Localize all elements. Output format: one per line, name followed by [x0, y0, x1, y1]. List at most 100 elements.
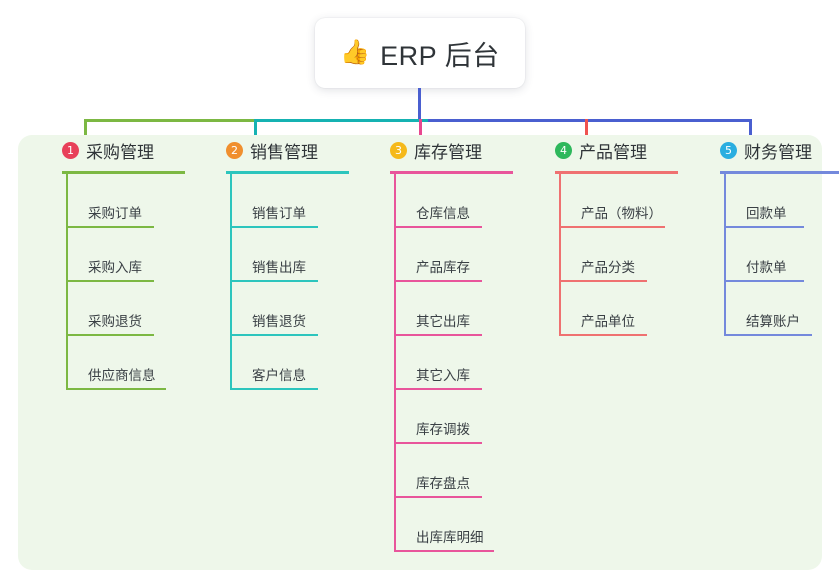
- branch-leaf-label: 结算账户: [746, 314, 800, 329]
- branch-leaf-underline: [230, 334, 318, 336]
- branch-leaf-underline: [559, 226, 665, 228]
- branch-leaf-item[interactable]: 销售退货: [230, 282, 349, 336]
- branch-header-5[interactable]: 5 财务管理: [698, 135, 839, 165]
- branch-leaf-underline: [394, 550, 494, 552]
- branch-title: 销售管理: [250, 142, 318, 162]
- branch-leaf-underline: [394, 496, 482, 498]
- branch-leaf-underline: [559, 280, 647, 282]
- branch-leaf-item[interactable]: 结算账户: [724, 282, 839, 336]
- branch-leaf-label: 供应商信息: [88, 368, 156, 383]
- branch-leaf-label: 客户信息: [252, 368, 306, 383]
- thumbs-up-icon: 👍: [340, 39, 371, 66]
- branch-leaf-label: 产品（物料）: [581, 206, 662, 221]
- branch-title: 财务管理: [744, 142, 812, 162]
- branch-underline: [555, 171, 678, 174]
- branch-leaf-underline: [230, 280, 318, 282]
- branch-leaf-item[interactable]: 销售出库: [230, 228, 349, 282]
- branch-spine: [724, 174, 726, 336]
- branch-index-badge: 5: [720, 141, 737, 159]
- branch-leaf-label: 销售退货: [252, 314, 306, 329]
- branch-leaf-underline: [394, 334, 482, 336]
- branch-leaf-item[interactable]: 其它出库: [394, 282, 513, 336]
- branch-leaf-label: 产品单位: [581, 314, 635, 329]
- branch-items: 产品（物料） 产品分类产品单位: [559, 174, 678, 336]
- branch-column-2: 2 销售管理销售订单销售出库销售退货客户信息: [204, 135, 349, 390]
- branch-title: 采购管理: [86, 142, 154, 162]
- branch-leaf-item[interactable]: 销售订单: [230, 174, 349, 228]
- branch-spine: [394, 174, 396, 552]
- branch-underline: [720, 171, 839, 174]
- branch-underline: [390, 171, 513, 174]
- branch-leaf-label: 销售订单: [252, 206, 306, 221]
- branch-items: 仓库信息产品库存其它出库其它入库库存调拨库存盘点出库库明细: [394, 174, 513, 552]
- branch-leaf-label: 付款单: [746, 260, 787, 275]
- branch-leaf-underline: [230, 388, 318, 390]
- branch-leaf-underline: [559, 334, 647, 336]
- branch-leaf-item[interactable]: 付款单: [724, 228, 839, 282]
- branch-items: 采购订单采购入库采购退货供应商信息: [66, 174, 185, 390]
- branch-leaf-label: 库存调拨: [416, 422, 470, 437]
- branch-leaf-label: 其它出库: [416, 314, 470, 329]
- branch-index-badge: 4: [555, 141, 572, 159]
- branch-column-5: 5 财务管理回款单付款单结算账户: [698, 135, 839, 336]
- branch-leaf-item[interactable]: 供应商信息: [66, 336, 185, 390]
- branch-leaf-underline: [724, 226, 804, 228]
- connector-trunk: [418, 88, 421, 121]
- branch-index-badge: 2: [226, 141, 243, 159]
- branch-leaf-underline: [66, 226, 154, 228]
- branch-leaf-underline: [394, 280, 482, 282]
- branch-leaf-underline: [230, 226, 318, 228]
- branch-leaf-item[interactable]: 仓库信息: [394, 174, 513, 228]
- branch-leaf-label: 出库库明细: [416, 530, 484, 545]
- branch-leaf-item[interactable]: 产品分类: [559, 228, 678, 282]
- branch-leaf-item[interactable]: 采购退货: [66, 282, 185, 336]
- branch-title: 库存管理: [414, 142, 482, 162]
- branch-leaf-label: 产品分类: [581, 260, 635, 275]
- branch-leaf-label: 采购入库: [88, 260, 142, 275]
- branch-leaf-item[interactable]: 库存盘点: [394, 444, 513, 498]
- branch-leaf-item[interactable]: 采购订单: [66, 174, 185, 228]
- branch-leaf-item[interactable]: 出库库明细: [394, 498, 513, 552]
- branch-leaf-label: 销售出库: [252, 260, 306, 275]
- branch-leaf-underline: [66, 280, 154, 282]
- branch-leaf-underline: [724, 334, 812, 336]
- page-title: ERP 后台: [380, 40, 500, 71]
- branch-leaf-underline: [394, 226, 482, 228]
- branch-leaf-item[interactable]: 采购入库: [66, 228, 185, 282]
- branch-leaf-underline: [66, 334, 154, 336]
- branch-items: 回款单付款单结算账户: [724, 174, 839, 336]
- branch-leaf-underline: [394, 388, 482, 390]
- branch-leaf-item[interactable]: 回款单: [724, 174, 839, 228]
- connector-bar-segment-teal: [254, 119, 430, 122]
- branch-leaf-item[interactable]: 产品单位: [559, 282, 678, 336]
- branch-leaf-label: 回款单: [746, 206, 787, 221]
- branch-column-4: 4 产品管理产品（物料） 产品分类产品单位: [533, 135, 678, 336]
- branch-items: 销售订单销售出库销售退货客户信息: [230, 174, 349, 390]
- connector-bar-segment-green: [84, 119, 256, 122]
- branch-leaf-label: 库存盘点: [416, 476, 470, 491]
- branch-leaf-label: 产品库存: [416, 260, 470, 275]
- root-node-card[interactable]: 👍 ERP 后台: [315, 18, 525, 88]
- branch-leaf-item[interactable]: 产品库存: [394, 228, 513, 282]
- branch-leaf-underline: [66, 388, 166, 390]
- connector-bar-segment-blue: [428, 119, 752, 122]
- branch-spine: [559, 174, 561, 336]
- branch-title: 产品管理: [579, 142, 647, 162]
- branch-leaf-item[interactable]: 其它入库: [394, 336, 513, 390]
- branch-leaf-underline: [394, 442, 482, 444]
- branch-leaf-item[interactable]: 客户信息: [230, 336, 349, 390]
- branch-leaf-item[interactable]: 库存调拨: [394, 390, 513, 444]
- branch-leaf-label: 采购订单: [88, 206, 142, 221]
- branch-leaf-item[interactable]: 产品（物料）: [559, 174, 678, 228]
- branch-header-4[interactable]: 4 产品管理: [533, 135, 678, 165]
- branch-leaf-label: 其它入库: [416, 368, 470, 383]
- branch-spine: [66, 174, 68, 390]
- branch-leaf-label: 采购退货: [88, 314, 142, 329]
- branch-header-2[interactable]: 2 销售管理: [204, 135, 349, 165]
- branch-leaf-label: 仓库信息: [416, 206, 470, 221]
